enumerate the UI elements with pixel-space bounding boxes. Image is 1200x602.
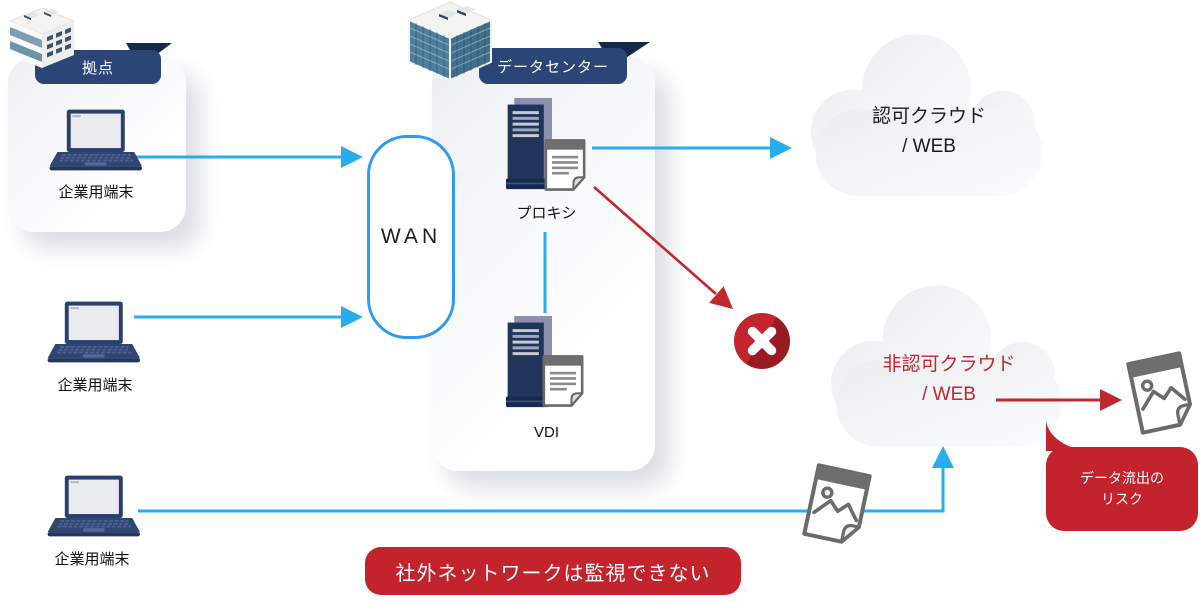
blocked-x-icon [734,313,790,369]
cloud-icon [810,34,1043,196]
datacenter-building-icon [407,1,493,82]
datacenter-banner: データセンター [479,48,627,84]
risk-bubble-line1: データ流出の [1080,470,1164,486]
unapproved-cloud-label: 非認可クラウド / WEB [882,354,1016,405]
image-file-icon [1126,351,1192,435]
office-building-icon [8,7,76,68]
approved-cloud: 認可クラウド / WEB [795,26,1063,198]
vdi-document-icon [542,355,584,407]
cloud-icon [831,285,1062,447]
proxy-document-icon [544,139,586,191]
datacenter-banner-label: データセンター [496,58,609,76]
unapproved-cloud: 非認可クラウド / WEB [818,276,1080,450]
arrowhead-terminal2-wan [341,306,363,328]
warning-banner: 社外ネットワークは監視できない [365,547,741,595]
risk-bubble-line2: リスク [1101,491,1143,507]
terminal3-label: 企業用端末 [54,551,130,568]
arrowhead-unapproved-cloud-leak [1100,389,1122,411]
vdi-label: VDI [533,424,559,441]
warning-banner-label: 社外ネットワークは監視できない [395,562,711,585]
risk-bubble: データ流出の リスク [1046,447,1198,531]
arrowhead-proxy-approved-cloud [770,137,792,159]
proxy-label: プロキシ [516,205,577,222]
arrowhead-terminal1-wan [341,146,363,168]
wan-label: WAN [380,225,442,248]
laptop-icon [49,109,142,171]
terminal1-label: 企業用端末 [58,184,134,201]
wan-node: WAN [367,135,455,339]
image-file-icon [802,463,872,544]
risk-bubble-tail [1046,421,1082,451]
approved-cloud-label: 認可クラウド / WEB [871,106,986,157]
laptop-icon [47,301,140,363]
branch-banner-label: 拠点 [81,59,114,77]
terminal2-label: 企業用端末 [57,377,133,394]
laptop-icon [47,475,140,537]
